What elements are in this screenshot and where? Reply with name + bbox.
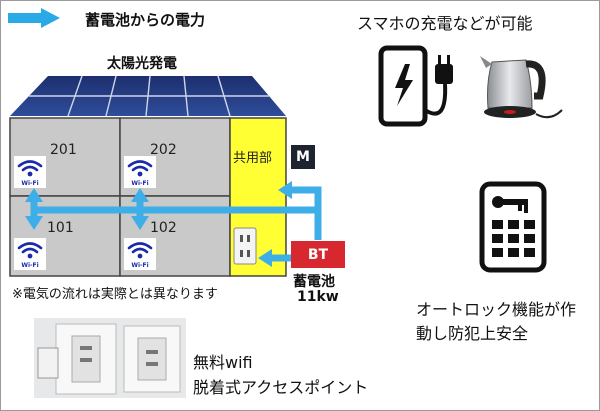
- header-title: 蓄電池からの電力: [85, 11, 206, 29]
- arrow-up-201: [25, 188, 43, 202]
- solar-label: 太陽光発電: [107, 56, 177, 72]
- wifi-icon-102: Wi-Fi: [124, 238, 156, 270]
- wifi-ap-caption-line2: 脱着式アクセスポイント: [193, 378, 369, 397]
- autolock-caption-line1: オートロック機能が作: [416, 300, 577, 319]
- wifi-text: Wi-Fi: [131, 180, 149, 187]
- arrow-to-common-top: [278, 181, 292, 199]
- arrow-down-101: [25, 216, 43, 230]
- solar-panel-icon: [10, 75, 286, 117]
- meter-icon: M: [291, 145, 315, 169]
- smartphone-charging-icon: [378, 45, 453, 127]
- room-102-label: 102: [150, 220, 177, 236]
- header-arrow-icon: [8, 8, 60, 28]
- wifi-icon-201: Wi-Fi: [14, 156, 46, 188]
- autolock-caption-line2: 動し防犯上安全: [416, 324, 529, 343]
- battery-capacity: 11kw: [297, 289, 339, 305]
- wifi-access-point-image: [34, 318, 186, 398]
- wifi-icon-202: Wi-Fi: [124, 156, 156, 188]
- battery-box: BT: [291, 241, 345, 268]
- outlet-icon: [233, 227, 257, 265]
- wifi-text: Wi-Fi: [21, 262, 39, 269]
- room-101-label: 101: [47, 220, 74, 236]
- kettle-icon: [480, 56, 563, 119]
- autolock-keypad-icon: [479, 181, 547, 273]
- smartphone-caption: スマホの充電などが可能: [357, 14, 533, 33]
- arrow-to-outlet: [258, 249, 272, 267]
- room-201-label: 201: [50, 142, 77, 158]
- common-area-label: 共用部: [233, 151, 273, 166]
- arrow-down-102: [131, 216, 149, 230]
- room-202-label: 202: [150, 142, 177, 158]
- wifi-text: Wi-Fi: [131, 262, 149, 269]
- wifi-icon-101: Wi-Fi: [14, 238, 46, 270]
- wifi-ap-caption-line1: 無料wifi: [193, 353, 253, 372]
- battery-name: 蓄電池: [293, 274, 335, 290]
- wifi-text: Wi-Fi: [21, 180, 39, 187]
- flow-note: ※電気の流れは実際とは異なります: [12, 287, 218, 302]
- arrow-up-202: [131, 188, 149, 202]
